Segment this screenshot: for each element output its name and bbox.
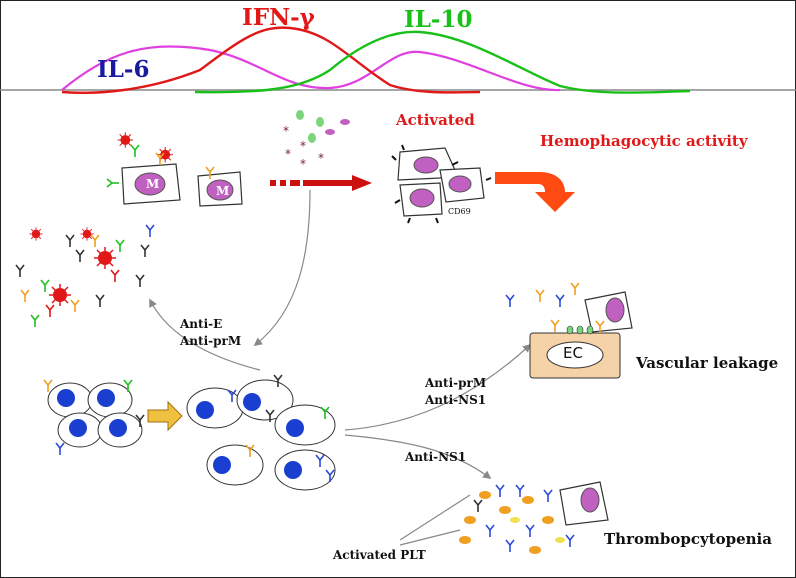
il10-label: IL-10: [404, 6, 473, 33]
activated-macrophages: [391, 144, 492, 224]
plasma-cell-cluster: [186, 374, 336, 491]
cytokine-particles: * * * * *: [283, 110, 350, 171]
activation-arrow: [270, 175, 372, 191]
anti-prm-label-2: Anti-prM: [425, 376, 487, 390]
ifn-gamma-label: IFN-γ: [242, 4, 315, 31]
ifn-gamma-curve: [61, 26, 481, 95]
pathway-arrows: [149, 189, 532, 546]
proliferation-arrow: [147, 400, 183, 432]
resting-macrophage-1: [121, 163, 181, 205]
cd69-label: CD69: [448, 207, 471, 216]
anti-ns1-label: Anti-NS1: [425, 393, 487, 407]
endothelium-group: [505, 282, 633, 379]
magenta-curve: [61, 45, 561, 92]
thrombocytopenia-label: Thrombopcytopenia: [604, 530, 772, 548]
macrophage-label-2: M: [216, 184, 230, 198]
il10-curve: [194, 30, 691, 94]
svg-text:*: *: [300, 139, 306, 153]
hemophagocytic-arrow: [495, 172, 575, 212]
activated-plt-label: Activated PLT: [333, 548, 426, 562]
immune-complexes: [15, 224, 155, 328]
svg-text:*: *: [300, 157, 306, 171]
il6-label: IL-6: [97, 56, 150, 83]
svg-text:*: *: [283, 124, 289, 138]
svg-text:*: *: [285, 147, 291, 161]
hemophagocytic-activity-label: Hemophagocytic activity: [540, 132, 748, 150]
platelet-group: [459, 481, 609, 554]
anti-ns1-label-2: Anti-NS1: [405, 450, 467, 464]
vascular-leakage-label: Vascular leakage: [636, 354, 779, 372]
anti-e-label: Anti-E: [180, 317, 223, 331]
macrophage-label-1: M: [146, 177, 160, 191]
b-cell-cluster: [28, 226, 145, 456]
ec-label: EC: [563, 344, 583, 362]
cytokine-curves: [0, 26, 796, 95]
resting-macrophage-2: [197, 171, 243, 207]
activated-label: Activated: [396, 111, 475, 129]
anti-prm-label: Anti-prM: [180, 334, 242, 348]
svg-text:*: *: [318, 151, 324, 165]
